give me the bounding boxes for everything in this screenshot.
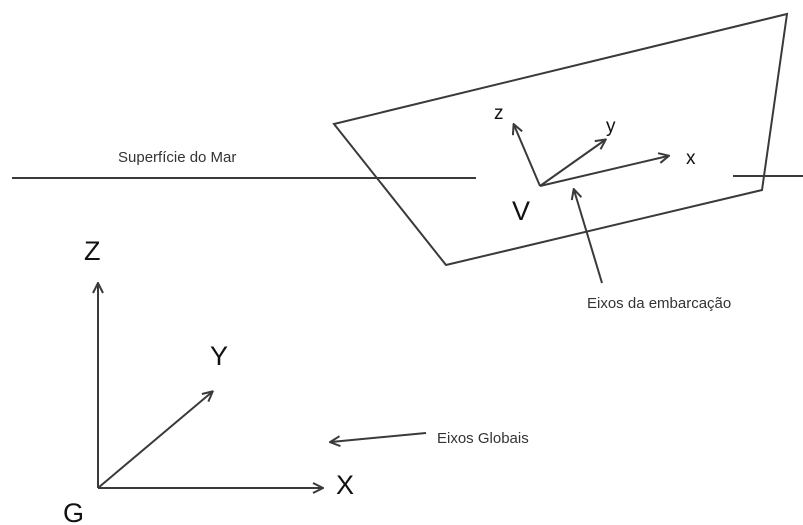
vessel-x-label: x: [686, 148, 696, 169]
global-axes-pointer-arrow: [331, 432, 427, 442]
global-axes-caption: Eixos Globais: [437, 430, 529, 447]
vessel-y-label: y: [606, 116, 616, 137]
global-y-axis: [97, 392, 212, 489]
sea-surface-caption: Superfície do Mar: [118, 149, 236, 166]
global-x-label: X: [336, 470, 354, 500]
vessel-axes-caption: Eixos da embarcação: [587, 295, 731, 312]
vessel-z-label: z: [494, 103, 504, 124]
vessel-y-axis: [539, 140, 605, 187]
vessel-x-axis: [539, 156, 668, 187]
global-z-label: Z: [84, 236, 101, 266]
vessel-hull: [332, 12, 789, 267]
global-y-label: Y: [210, 341, 228, 371]
vessel-origin-label: V: [512, 196, 530, 226]
vessel-axes-pointer-arrow: [574, 190, 603, 284]
global-axes: Z Y X G: [63, 236, 354, 525]
global-origin-label: G: [63, 498, 84, 525]
vessel-z-axis: [514, 125, 541, 187]
vessel-axes: z y x V: [494, 103, 696, 226]
